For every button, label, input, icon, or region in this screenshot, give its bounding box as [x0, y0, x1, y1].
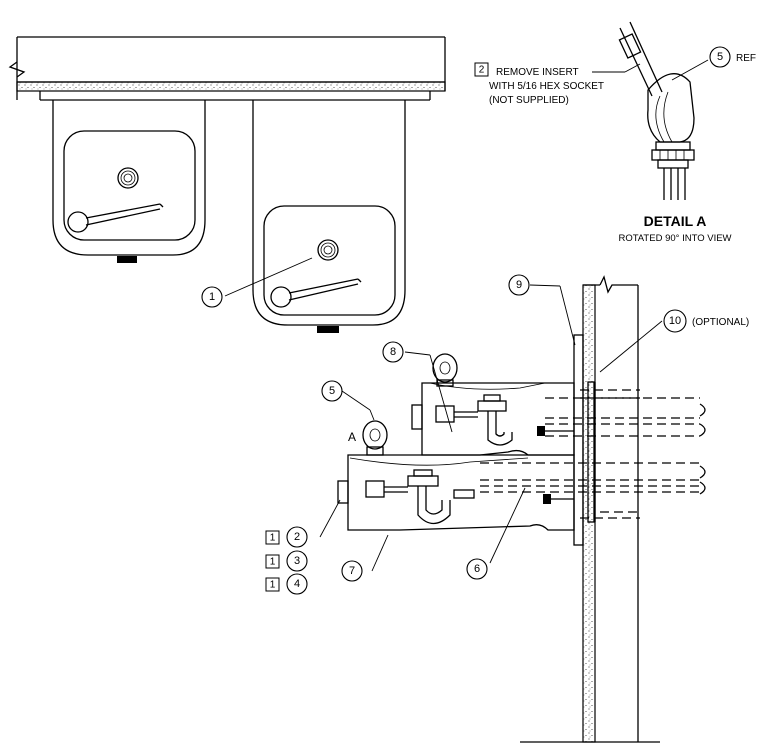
- remove-insert-line-2: WITH 5/16 HEX SOCKET: [489, 81, 604, 92]
- callout-7-label: 7: [349, 565, 355, 577]
- detail-a-title: DETAIL A: [644, 213, 707, 229]
- detail-a-subtitle: ROTATED 90° INTO VIEW: [618, 233, 731, 244]
- left-fountain-top-view: [52, 100, 206, 263]
- rear-fountain-side: [411, 353, 575, 456]
- callout-5-label: 5: [329, 385, 335, 397]
- callout-2: 2: [286, 526, 308, 548]
- note-flag-4-label: 1: [270, 580, 276, 591]
- callout-2-label: 2: [294, 531, 300, 543]
- note-flag-3-label: 1: [270, 557, 276, 568]
- note-flag-detail-label: 2: [479, 65, 485, 76]
- remove-insert-line-3: (NOT SUPPLIED): [489, 95, 569, 106]
- note-flag-detail: 2: [474, 62, 489, 77]
- callout-1-label: 1: [209, 291, 215, 303]
- callout-4-label: 4: [294, 578, 300, 590]
- top-view: [8, 36, 446, 333]
- side-view: 1 5 A 8 9 10 (OPTIONAL) 1 2 1: [201, 257, 749, 743]
- wall-top-view: [8, 36, 446, 101]
- note-flag-2: 1: [265, 530, 280, 545]
- callout-10-label: 10: [669, 315, 681, 327]
- optional-label: (OPTIONAL): [692, 317, 749, 328]
- detail-a-bubbler: [618, 21, 695, 200]
- callout-8: 8: [382, 341, 404, 363]
- detail-a-marker: A: [348, 430, 356, 444]
- wall-section: [520, 275, 660, 743]
- callout-1: 1: [201, 286, 223, 308]
- callout-8-label: 8: [390, 346, 396, 358]
- note-flag-3: 1: [265, 554, 280, 569]
- callout-5-detail: 5: [709, 46, 731, 68]
- callout-6: 6: [466, 558, 488, 580]
- callout-9-label: 9: [516, 279, 522, 291]
- callout-5-detail-label: 5: [717, 51, 723, 63]
- remove-insert-line-1: REMOVE INSERT: [496, 67, 579, 78]
- concealed-piping: [480, 389, 706, 519]
- callout-3: 3: [286, 550, 308, 572]
- right-fountain-top-view: [252, 100, 406, 333]
- note-flag-4: 1: [265, 577, 280, 592]
- callout-4: 4: [286, 573, 308, 595]
- callout-7: 7: [341, 560, 363, 582]
- detail-a: 2 REMOVE INSERT WITH 5/16 HEX SOCKET (NO…: [474, 21, 756, 244]
- front-fountain-side: [337, 420, 575, 531]
- callout-5: 5: [321, 380, 343, 402]
- callout-10: 10: [663, 309, 687, 333]
- callout-9: 9: [508, 274, 530, 296]
- ref-label: REF: [736, 53, 756, 64]
- callout-6-label: 6: [474, 563, 480, 575]
- note-flag-2-label: 1: [270, 533, 276, 544]
- callout-3-label: 3: [294, 555, 300, 567]
